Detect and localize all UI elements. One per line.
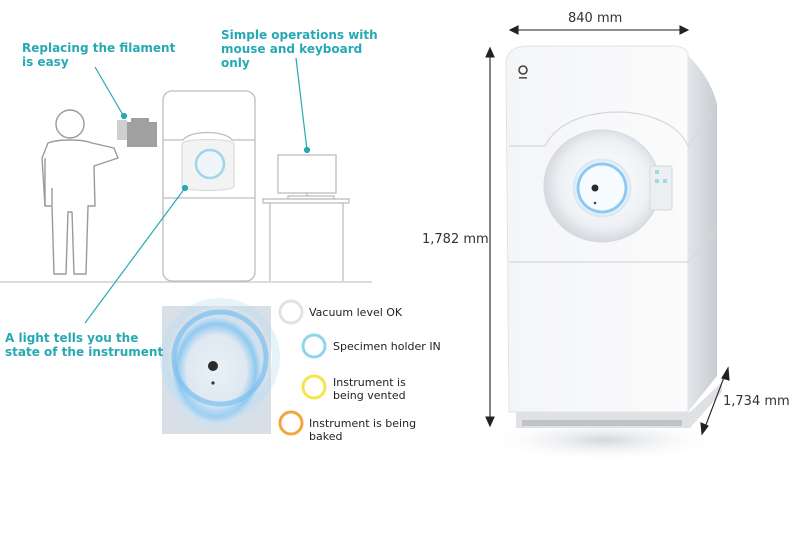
dimension-depth: 1,734 mm [723, 394, 790, 409]
callout-filament: Replacing the filament is easy [22, 41, 176, 69]
status-light-ring [194, 148, 226, 180]
legend-swatch-vacuum [278, 299, 304, 325]
dimension-height: 1,782 mm [422, 232, 489, 247]
instrument-outline [162, 90, 256, 282]
callout-leaders [84, 57, 311, 324]
legend-swatch-baked [278, 410, 304, 436]
dimension-arrows [485, 25, 730, 436]
callout-operations: Simple operations with mouse and keyboar… [221, 28, 378, 70]
legend-label-holder: Specimen holder IN [333, 340, 441, 353]
legend-swatch-vented [301, 374, 327, 400]
status-light-photo [160, 298, 280, 434]
legend-swatch-holder [301, 333, 327, 359]
instrument-render [505, 45, 722, 428]
legend-label-vented: Instrument is being vented [333, 376, 406, 402]
callout-light: A light tells you the state of the instr… [5, 331, 164, 359]
legend-label-vacuum: Vacuum level OK [309, 306, 403, 319]
dimension-width: 840 mm [568, 11, 623, 26]
filament-box [117, 118, 157, 147]
desk-computer [262, 154, 350, 281]
instrument-shadow [484, 418, 724, 462]
legend-swatches [278, 299, 327, 436]
legend-label-baked: Instrument is being baked [309, 417, 417, 443]
person-figure [41, 109, 119, 275]
